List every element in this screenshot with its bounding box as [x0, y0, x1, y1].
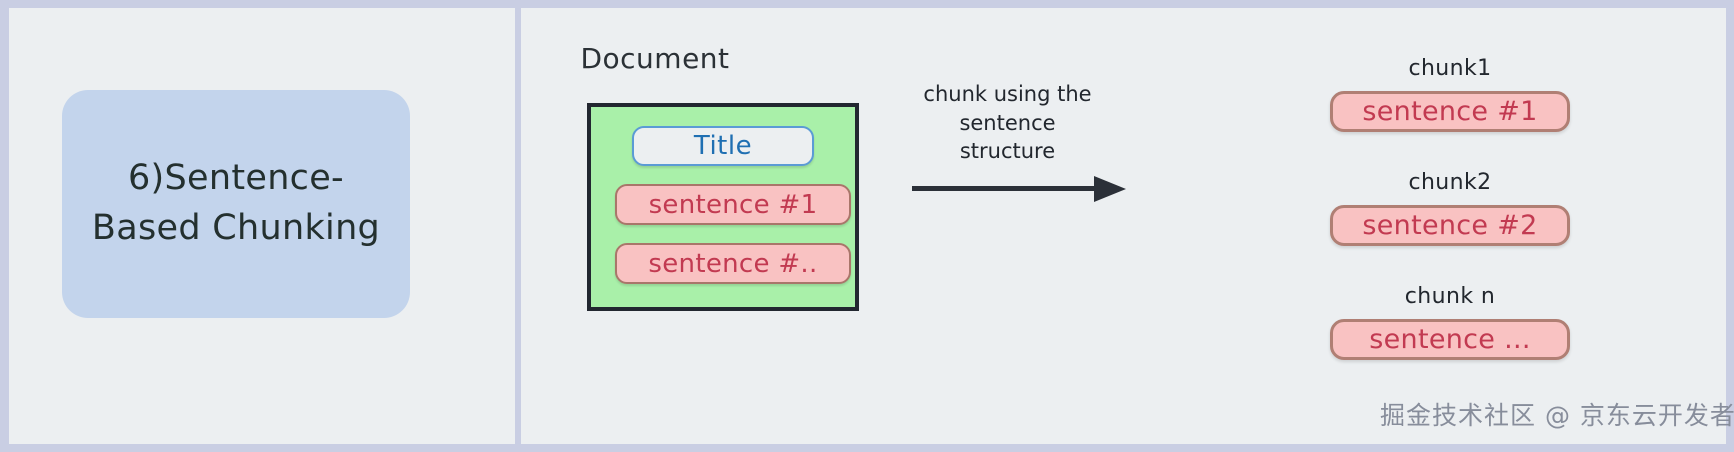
watermark-text: 掘金技术社区 @ 京东云开发者: [1380, 401, 1734, 430]
document-sentence-label-2: sentence #..: [648, 248, 818, 279]
chunk-label-1: chunk1: [1408, 56, 1492, 81]
frame-left-edge: [0, 0, 9, 452]
chunk-pill-1: sentence #1: [1330, 91, 1570, 132]
chunk-label-3: chunk n: [1404, 284, 1496, 309]
chunk-pill-3: sentence ...: [1330, 319, 1570, 360]
document-sentence-label-1: sentence #1: [648, 189, 818, 220]
chunk-sentence-label-3: sentence ...: [1369, 324, 1531, 355]
section-title-card: 6)Sentence- Based Chunking: [62, 90, 410, 318]
document-box: Title sentence #1 sentence #..: [587, 103, 859, 311]
section-title-label: 6)Sentence- Based Chunking: [91, 158, 381, 248]
document-sentence-pill-2: sentence #..: [615, 243, 851, 284]
document-title-label: Title: [693, 131, 753, 161]
arrow-caption: chunk using the sentence structure: [923, 82, 1092, 164]
chunk-sentence-label-2: sentence #2: [1362, 210, 1538, 241]
frame-top-edge: [0, 0, 1734, 8]
chunk-label-2: chunk2: [1408, 170, 1492, 195]
arrow-shaft: [912, 186, 1098, 191]
chunk-group-2: chunk2 sentence #2: [1326, 170, 1574, 246]
arrow-head: [1094, 176, 1126, 202]
document-title-pill: Title: [632, 126, 814, 166]
frame-bottom-edge: [0, 444, 1734, 452]
chunk-group-1: chunk1 sentence #1: [1326, 56, 1574, 132]
chunk-group-3: chunk n sentence ...: [1326, 284, 1574, 360]
frame-right-edge: [1726, 0, 1734, 452]
chunk-sentence-label-1: sentence #1: [1362, 96, 1538, 127]
panel-divider: [515, 0, 521, 452]
flow-arrow-icon: [912, 172, 1126, 206]
chunk-pill-2: sentence #2: [1330, 205, 1570, 246]
document-sentence-pill-1: sentence #1: [615, 184, 851, 225]
document-heading: Document: [580, 42, 730, 75]
